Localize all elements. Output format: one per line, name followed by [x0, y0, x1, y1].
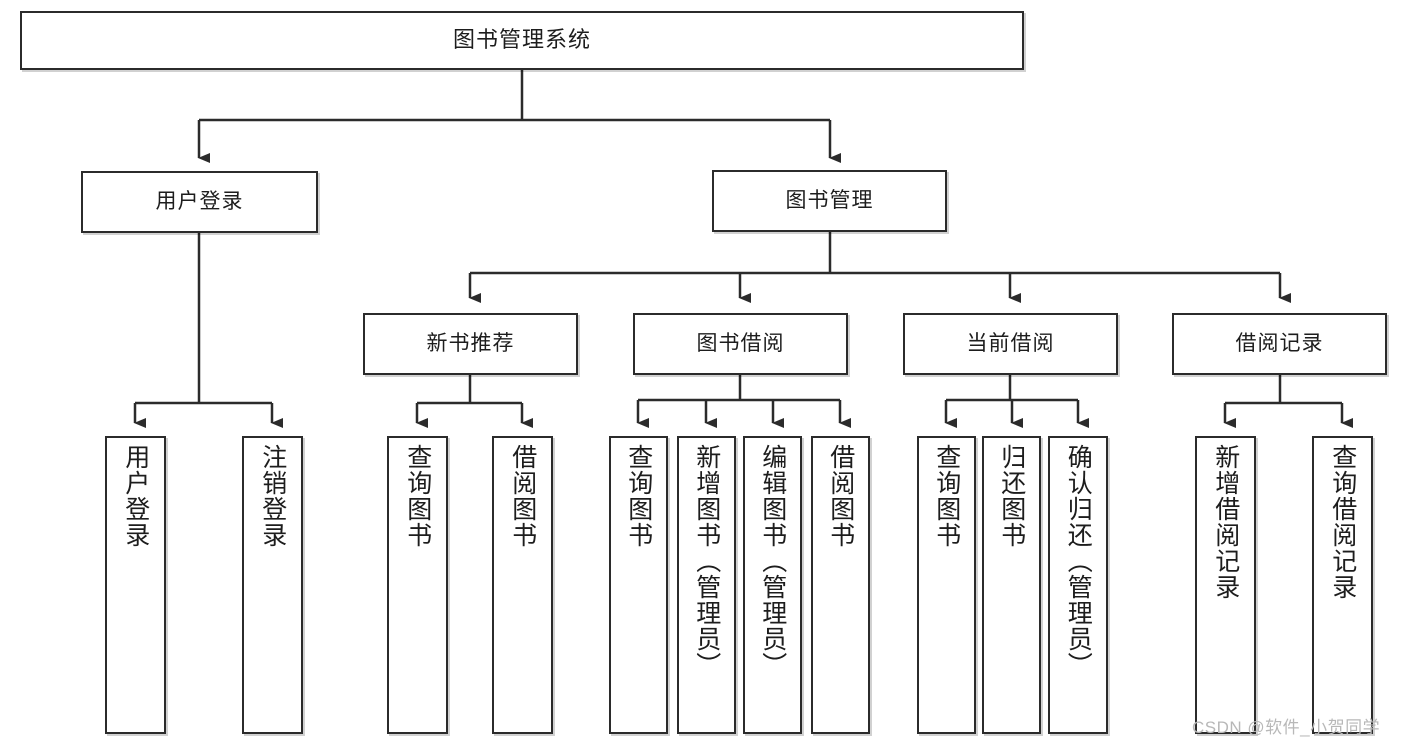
leaf-current-query-book[interactable]: 查询图书: [917, 436, 976, 734]
node-book-borrow[interactable]: 图书借阅: [633, 313, 848, 375]
leaf-user-login-label: 用户登录: [121, 444, 150, 548]
node-current-borrow[interactable]: 当前借阅: [903, 313, 1118, 375]
node-book-borrow-label: 图书借阅: [696, 332, 785, 356]
leaf-records-query-record-label: 查询借阅记录: [1328, 444, 1357, 600]
leaf-newbook-borrow-book-label: 借阅图书: [508, 444, 537, 548]
leaf-borrow-query-book-label: 查询图书: [624, 444, 653, 548]
leaf-current-confirm-return[interactable]: 确认归还（管理员）: [1048, 436, 1108, 734]
leaf-borrow-borrow-book[interactable]: 借阅图书: [811, 436, 870, 734]
node-borrow-records-label: 借阅记录: [1235, 332, 1324, 356]
leaf-records-add-record[interactable]: 新增借阅记录: [1195, 436, 1256, 734]
node-new-book-recommend[interactable]: 新书推荐: [363, 313, 578, 375]
node-root[interactable]: 图书管理系统: [20, 11, 1024, 70]
leaf-user-logout[interactable]: 注销登录: [242, 436, 303, 734]
leaf-newbook-query-book[interactable]: 查询图书: [387, 436, 448, 734]
leaf-borrow-edit-book-label: 编辑图书（管理员）: [758, 444, 787, 678]
leaf-borrow-borrow-book-label: 借阅图书: [826, 444, 855, 548]
leaf-current-return-book[interactable]: 归还图书: [982, 436, 1041, 734]
node-user-login[interactable]: 用户登录: [81, 171, 318, 233]
leaf-current-return-book-label: 归还图书: [997, 444, 1026, 548]
leaf-records-add-record-label: 新增借阅记录: [1211, 444, 1240, 600]
node-book-management-label: 图书管理: [785, 189, 874, 213]
leaf-user-logout-label: 注销登录: [258, 444, 287, 548]
leaf-borrow-add-book-label: 新增图书（管理员）: [692, 444, 721, 678]
leaf-records-query-record[interactable]: 查询借阅记录: [1312, 436, 1373, 734]
node-user-login-label: 用户登录: [155, 190, 244, 214]
node-book-management[interactable]: 图书管理: [712, 170, 947, 232]
leaf-current-confirm-return-label: 确认归还（管理员）: [1064, 444, 1093, 678]
node-current-borrow-label: 当前借阅: [966, 332, 1055, 356]
leaf-user-login[interactable]: 用户登录: [105, 436, 166, 734]
leaf-borrow-edit-book[interactable]: 编辑图书（管理员）: [743, 436, 802, 734]
leaf-newbook-borrow-book[interactable]: 借阅图书: [492, 436, 553, 734]
leaf-current-query-book-label: 查询图书: [932, 444, 961, 548]
node-new-book-recommend-label: 新书推荐: [426, 332, 515, 356]
leaf-borrow-add-book[interactable]: 新增图书（管理员）: [677, 436, 736, 734]
leaf-newbook-query-book-label: 查询图书: [403, 444, 432, 548]
node-borrow-records[interactable]: 借阅记录: [1172, 313, 1387, 375]
node-root-label: 图书管理系统: [452, 27, 591, 53]
leaf-borrow-query-book[interactable]: 查询图书: [609, 436, 668, 734]
